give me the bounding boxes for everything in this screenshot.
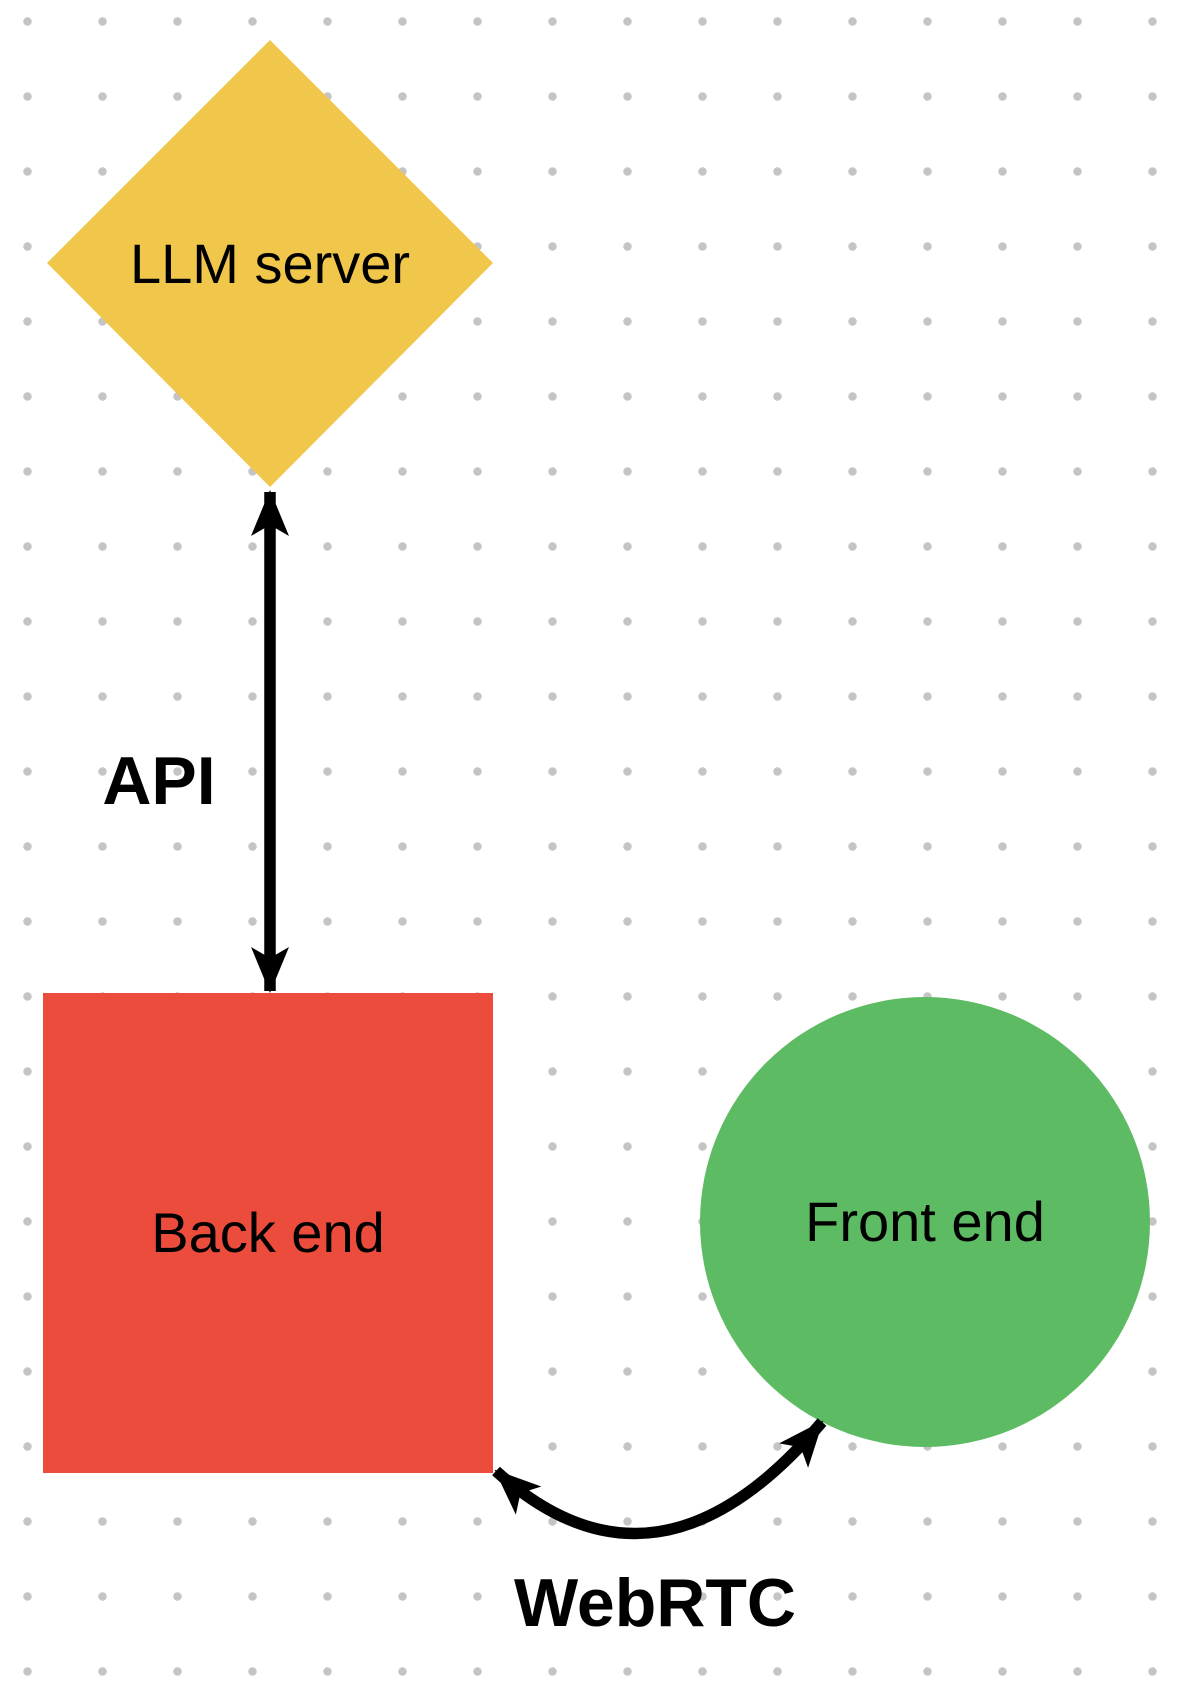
- edge-webrtc-label: WebRTC: [513, 1565, 797, 1641]
- edge-webrtc-arrow[interactable]: [492, 1418, 827, 1540]
- node-front-end-label: Front end: [805, 1190, 1045, 1253]
- edge-api-label: API: [102, 743, 216, 819]
- node-llm-server-diamond[interactable]: [47, 40, 493, 487]
- node-back-end-square[interactable]: [43, 993, 493, 1473]
- node-llm-server-label: LLM server: [129, 232, 411, 295]
- node-front-end-circle[interactable]: [700, 997, 1150, 1447]
- node-back-end-label: Back end: [151, 1201, 385, 1264]
